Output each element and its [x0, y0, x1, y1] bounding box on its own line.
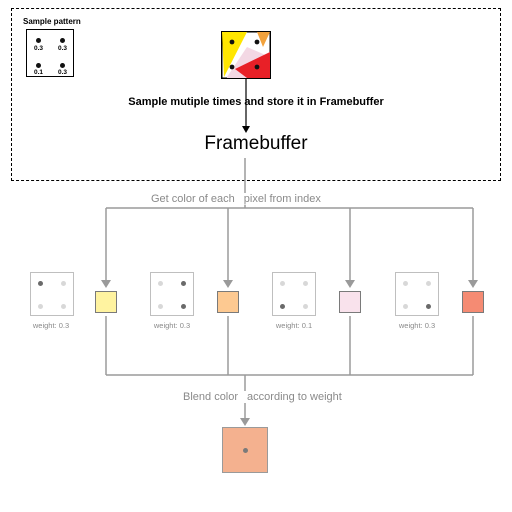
- store-arrow: [242, 78, 250, 133]
- result-sample-dot: [243, 448, 248, 453]
- weight-label: weight: 0.3: [398, 321, 436, 330]
- arrowhead: [468, 280, 478, 288]
- sample-pattern-dot: [60, 38, 65, 43]
- framebuffer-title: Framebuffer: [204, 133, 308, 154]
- sample-color-swatch: [217, 291, 239, 313]
- sample-pattern-2: [150, 272, 194, 316]
- active-sample-dot: [38, 281, 43, 286]
- inactive-sample-dot: [303, 281, 308, 286]
- rasterized-pixel-illustration: [221, 31, 271, 79]
- weight-label: weight: 0.3: [32, 321, 70, 330]
- red-triangle: [235, 52, 270, 78]
- sample-pattern-weight: 0.1: [34, 69, 44, 76]
- arrowhead: [101, 280, 111, 288]
- sample-pattern-dot: [36, 38, 41, 43]
- weight-label: weight: 0.1: [275, 321, 313, 330]
- inactive-sample-dot: [403, 304, 408, 309]
- sample-pattern-title: Sample pattern: [23, 17, 81, 26]
- sample-dot: [229, 64, 235, 70]
- sample-pattern-3: [272, 272, 316, 316]
- active-sample-dot: [181, 304, 186, 309]
- sample-pattern-weight: 0.3: [58, 69, 68, 76]
- weight-label: weight: 0.3: [153, 321, 191, 330]
- sample-dot: [254, 64, 260, 70]
- inactive-sample-dot: [303, 304, 308, 309]
- inactive-sample-dot: [403, 281, 408, 286]
- active-sample-dot: [181, 281, 186, 286]
- sample-pattern-weight: 0.3: [34, 45, 44, 52]
- sample-pattern-dot: [60, 63, 65, 68]
- inactive-sample-dot: [61, 304, 66, 309]
- arrowhead: [345, 280, 355, 288]
- inactive-sample-dot: [38, 304, 43, 309]
- arrowhead: [223, 280, 233, 288]
- sample-pattern-weight: 0.3: [58, 45, 68, 52]
- sample-color-swatch: [95, 291, 117, 313]
- sample-pattern-4: [395, 272, 439, 316]
- sample-pattern-1: [30, 272, 74, 316]
- sample-dot: [229, 39, 235, 45]
- sample-pattern-box: [26, 29, 74, 77]
- inactive-sample-dot: [61, 281, 66, 286]
- inactive-sample-dot: [158, 281, 163, 286]
- active-sample-dot: [426, 304, 431, 309]
- framebuffer-region: [11, 8, 501, 181]
- inactive-sample-dot: [426, 281, 431, 286]
- inactive-sample-dot: [158, 304, 163, 309]
- yellow-triangle: [222, 32, 247, 77]
- active-sample-dot: [280, 304, 285, 309]
- inactive-sample-dot: [280, 281, 285, 286]
- orange-triangle: [257, 32, 270, 47]
- sample-caption: Sample mutiple times and store it in Fra…: [128, 96, 384, 108]
- sample-dot: [254, 39, 260, 45]
- sample-color-swatch: [339, 291, 361, 313]
- sample-pattern-dot: [36, 63, 41, 68]
- arrowhead: [240, 418, 250, 426]
- sample-color-swatch: [462, 291, 484, 313]
